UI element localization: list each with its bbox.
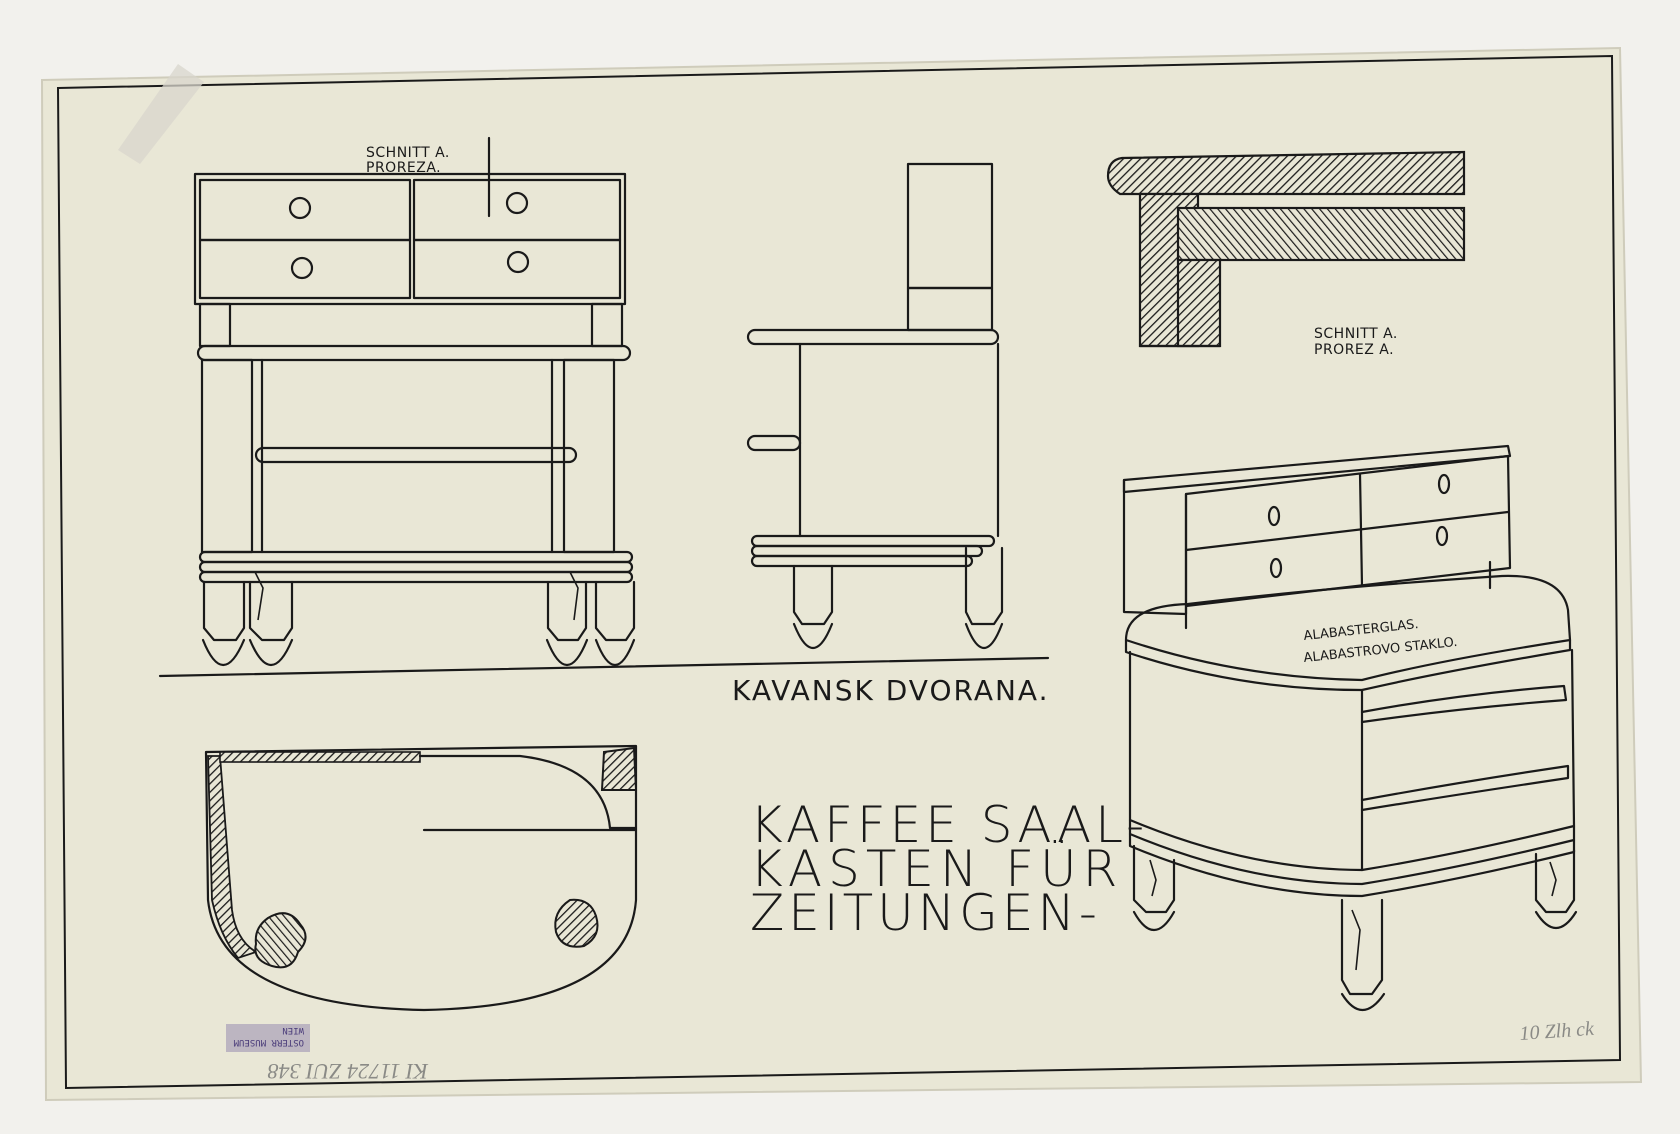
inventory-note: KI 11724 ZUI 348 [268,1059,429,1084]
perspective-view [1122,444,1578,1011]
title-line-2: KASTEN FÜR [750,840,1123,898]
section-profile [1106,150,1466,348]
tape-piece [118,64,204,164]
label-kavansk-dvorana: KAVANSK DVORANA. [732,674,1049,707]
label-proreza-top: PROREZA. [366,160,441,176]
corner-pencil-note: 10 Zlh ck [1519,1018,1596,1045]
border-frame [56,54,1622,1090]
title-line-3: ZEITUNGEN- [750,884,1101,942]
svg-text:WIEN: WIEN [282,1025,304,1035]
plan-view [204,744,638,1012]
label-schnitt-right: SCHNITT A. [1314,326,1398,342]
title-line-1: KAFFEE SAAL- [750,796,1148,854]
tracing-paper [40,46,1643,1102]
lettering: SCHNITT A. PROREZA. SCHNITT A. PROREZ A.… [366,145,1458,942]
side-elevation [746,162,1004,650]
front-elevation [158,136,1050,678]
label-schnitt-top: SCHNITT A. [366,145,450,161]
svg-text:OSTERR MUSEUM: OSTERR MUSEUM [233,1037,304,1047]
museum-stamp: OSTERR MUSEUM WIEN [226,1024,310,1052]
label-proreza-right: PROREZ A. [1314,342,1394,358]
